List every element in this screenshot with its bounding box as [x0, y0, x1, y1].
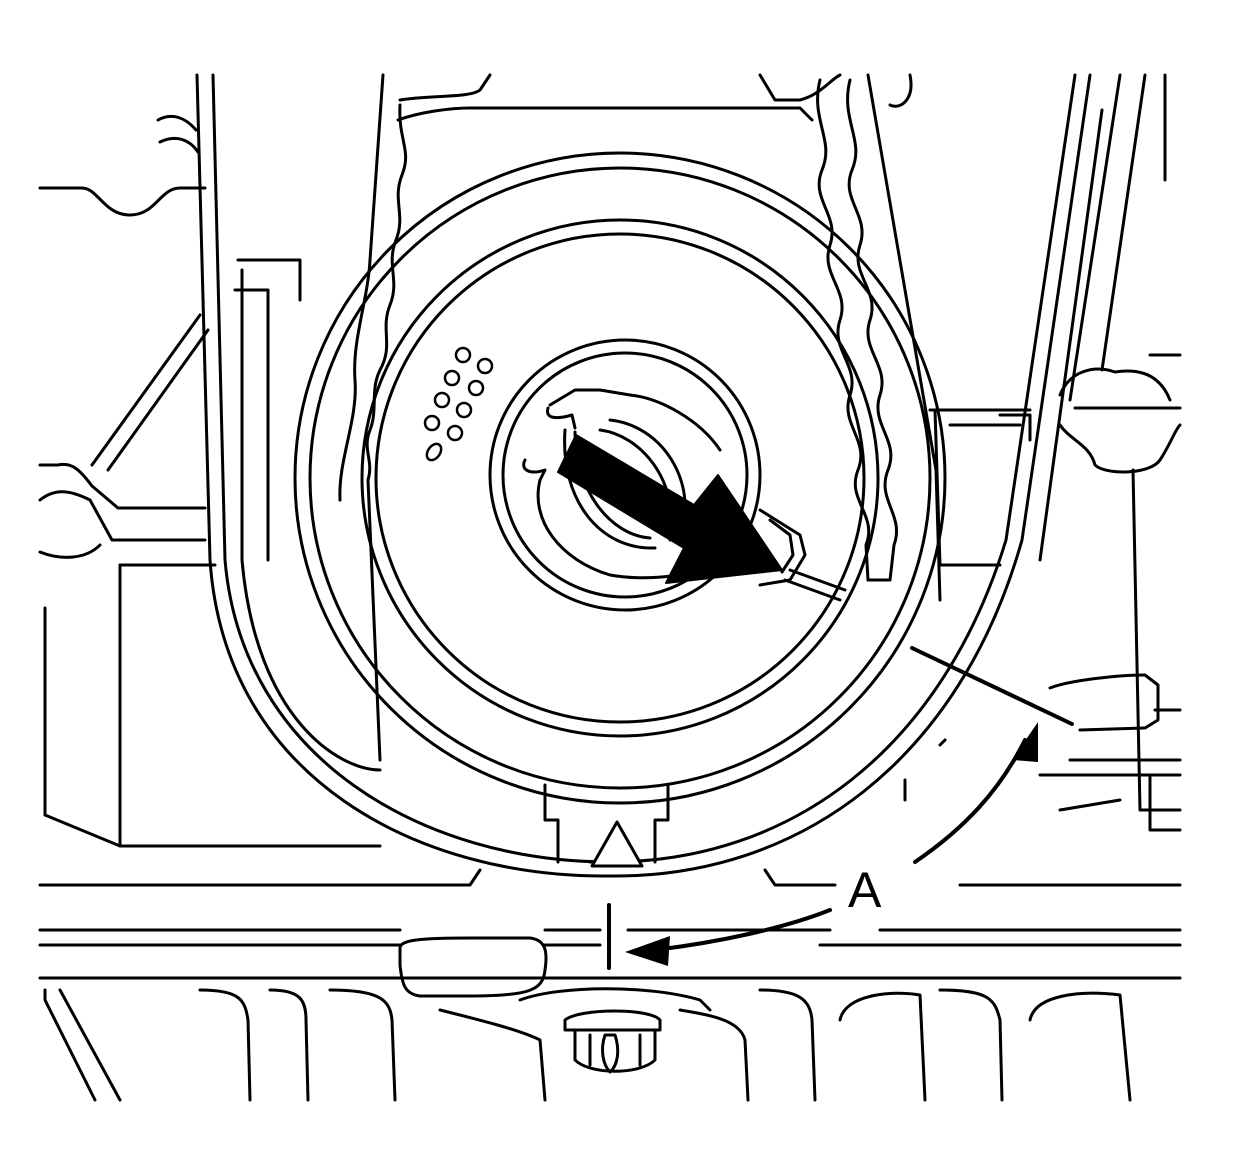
bottom-timing-notch [543, 783, 670, 868]
belt-cover-outer [195, 73, 1147, 878]
arc-arrowhead-left [625, 936, 670, 966]
camshaft-sprocket [293, 151, 947, 805]
sprocket-timing-dots [423, 346, 494, 462]
lower-boss [398, 936, 548, 998]
callout-label-a: A [848, 862, 882, 918]
lower-frame [38, 868, 1182, 1102]
engine-block-right [903, 73, 1182, 887]
drain-plug-bolt [563, 1009, 662, 1074]
engine-block-upper-left [38, 114, 382, 848]
timing-belt [338, 73, 942, 762]
dimension-arc-a: A [625, 722, 1038, 966]
arc-arrowhead-right [1012, 722, 1038, 762]
rotated-reference-line [910, 646, 1074, 726]
timing-triangle-mark [590, 820, 644, 868]
sprocket-hub [488, 338, 847, 612]
rotation-direction-arrow [557, 434, 783, 584]
